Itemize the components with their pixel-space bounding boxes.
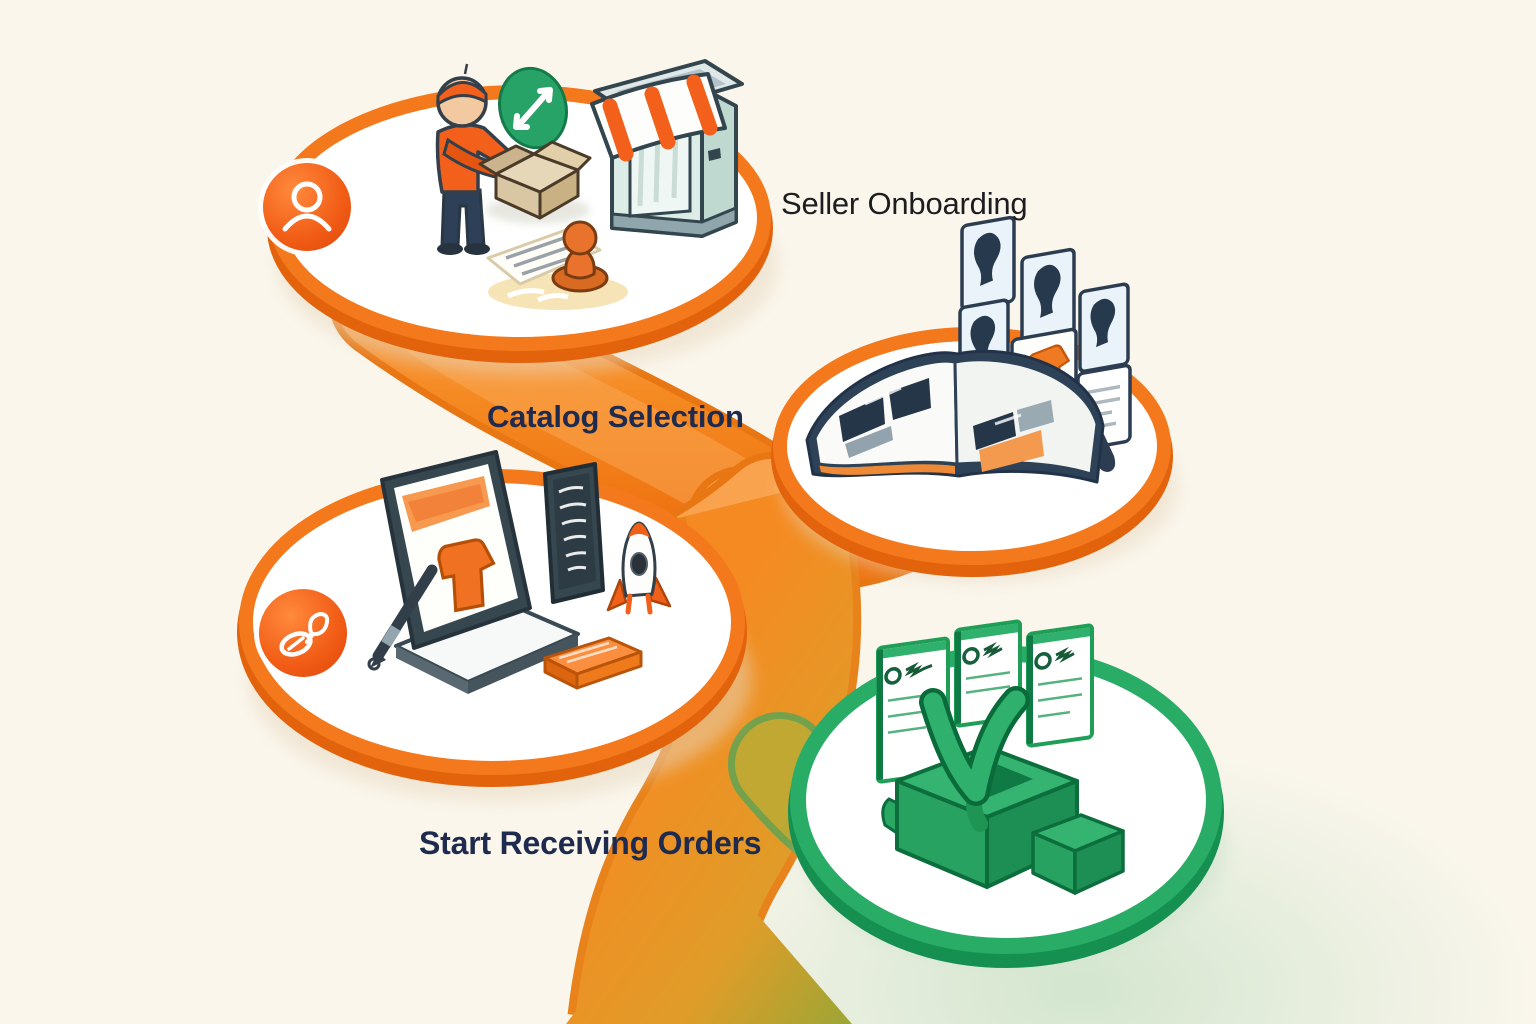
approval-stamp <box>551 220 609 293</box>
platform-seller-onboarding <box>771 215 1178 582</box>
seller-figure <box>435 63 514 255</box>
platform-catalog-selection <box>237 450 752 802</box>
catalog-book <box>805 349 1105 484</box>
storefront <box>590 59 744 238</box>
platform-start-receiving-orders <box>788 619 1226 968</box>
document-and-stamp <box>486 220 628 310</box>
rocket <box>606 521 672 615</box>
notes-tablet <box>543 462 605 604</box>
user-icon <box>282 181 332 232</box>
green-checkmark <box>919 686 1030 832</box>
label-start-receiving-orders: Start Receiving Orders <box>419 825 762 861</box>
badge-user <box>258 158 356 256</box>
badge-pen-tool <box>254 584 352 682</box>
orange-book <box>543 636 643 690</box>
order-cards <box>876 619 1094 784</box>
growth-badge <box>498 66 568 150</box>
package-box <box>478 140 592 224</box>
design-screen <box>367 450 580 694</box>
label-seller-onboarding: Seller Onboarding <box>781 186 1028 221</box>
stylus-pen <box>367 564 438 671</box>
pen-tool-icon <box>279 611 330 657</box>
platform-seller-start <box>267 59 778 374</box>
label-catalog-selection: Catalog Selection <box>487 399 744 434</box>
